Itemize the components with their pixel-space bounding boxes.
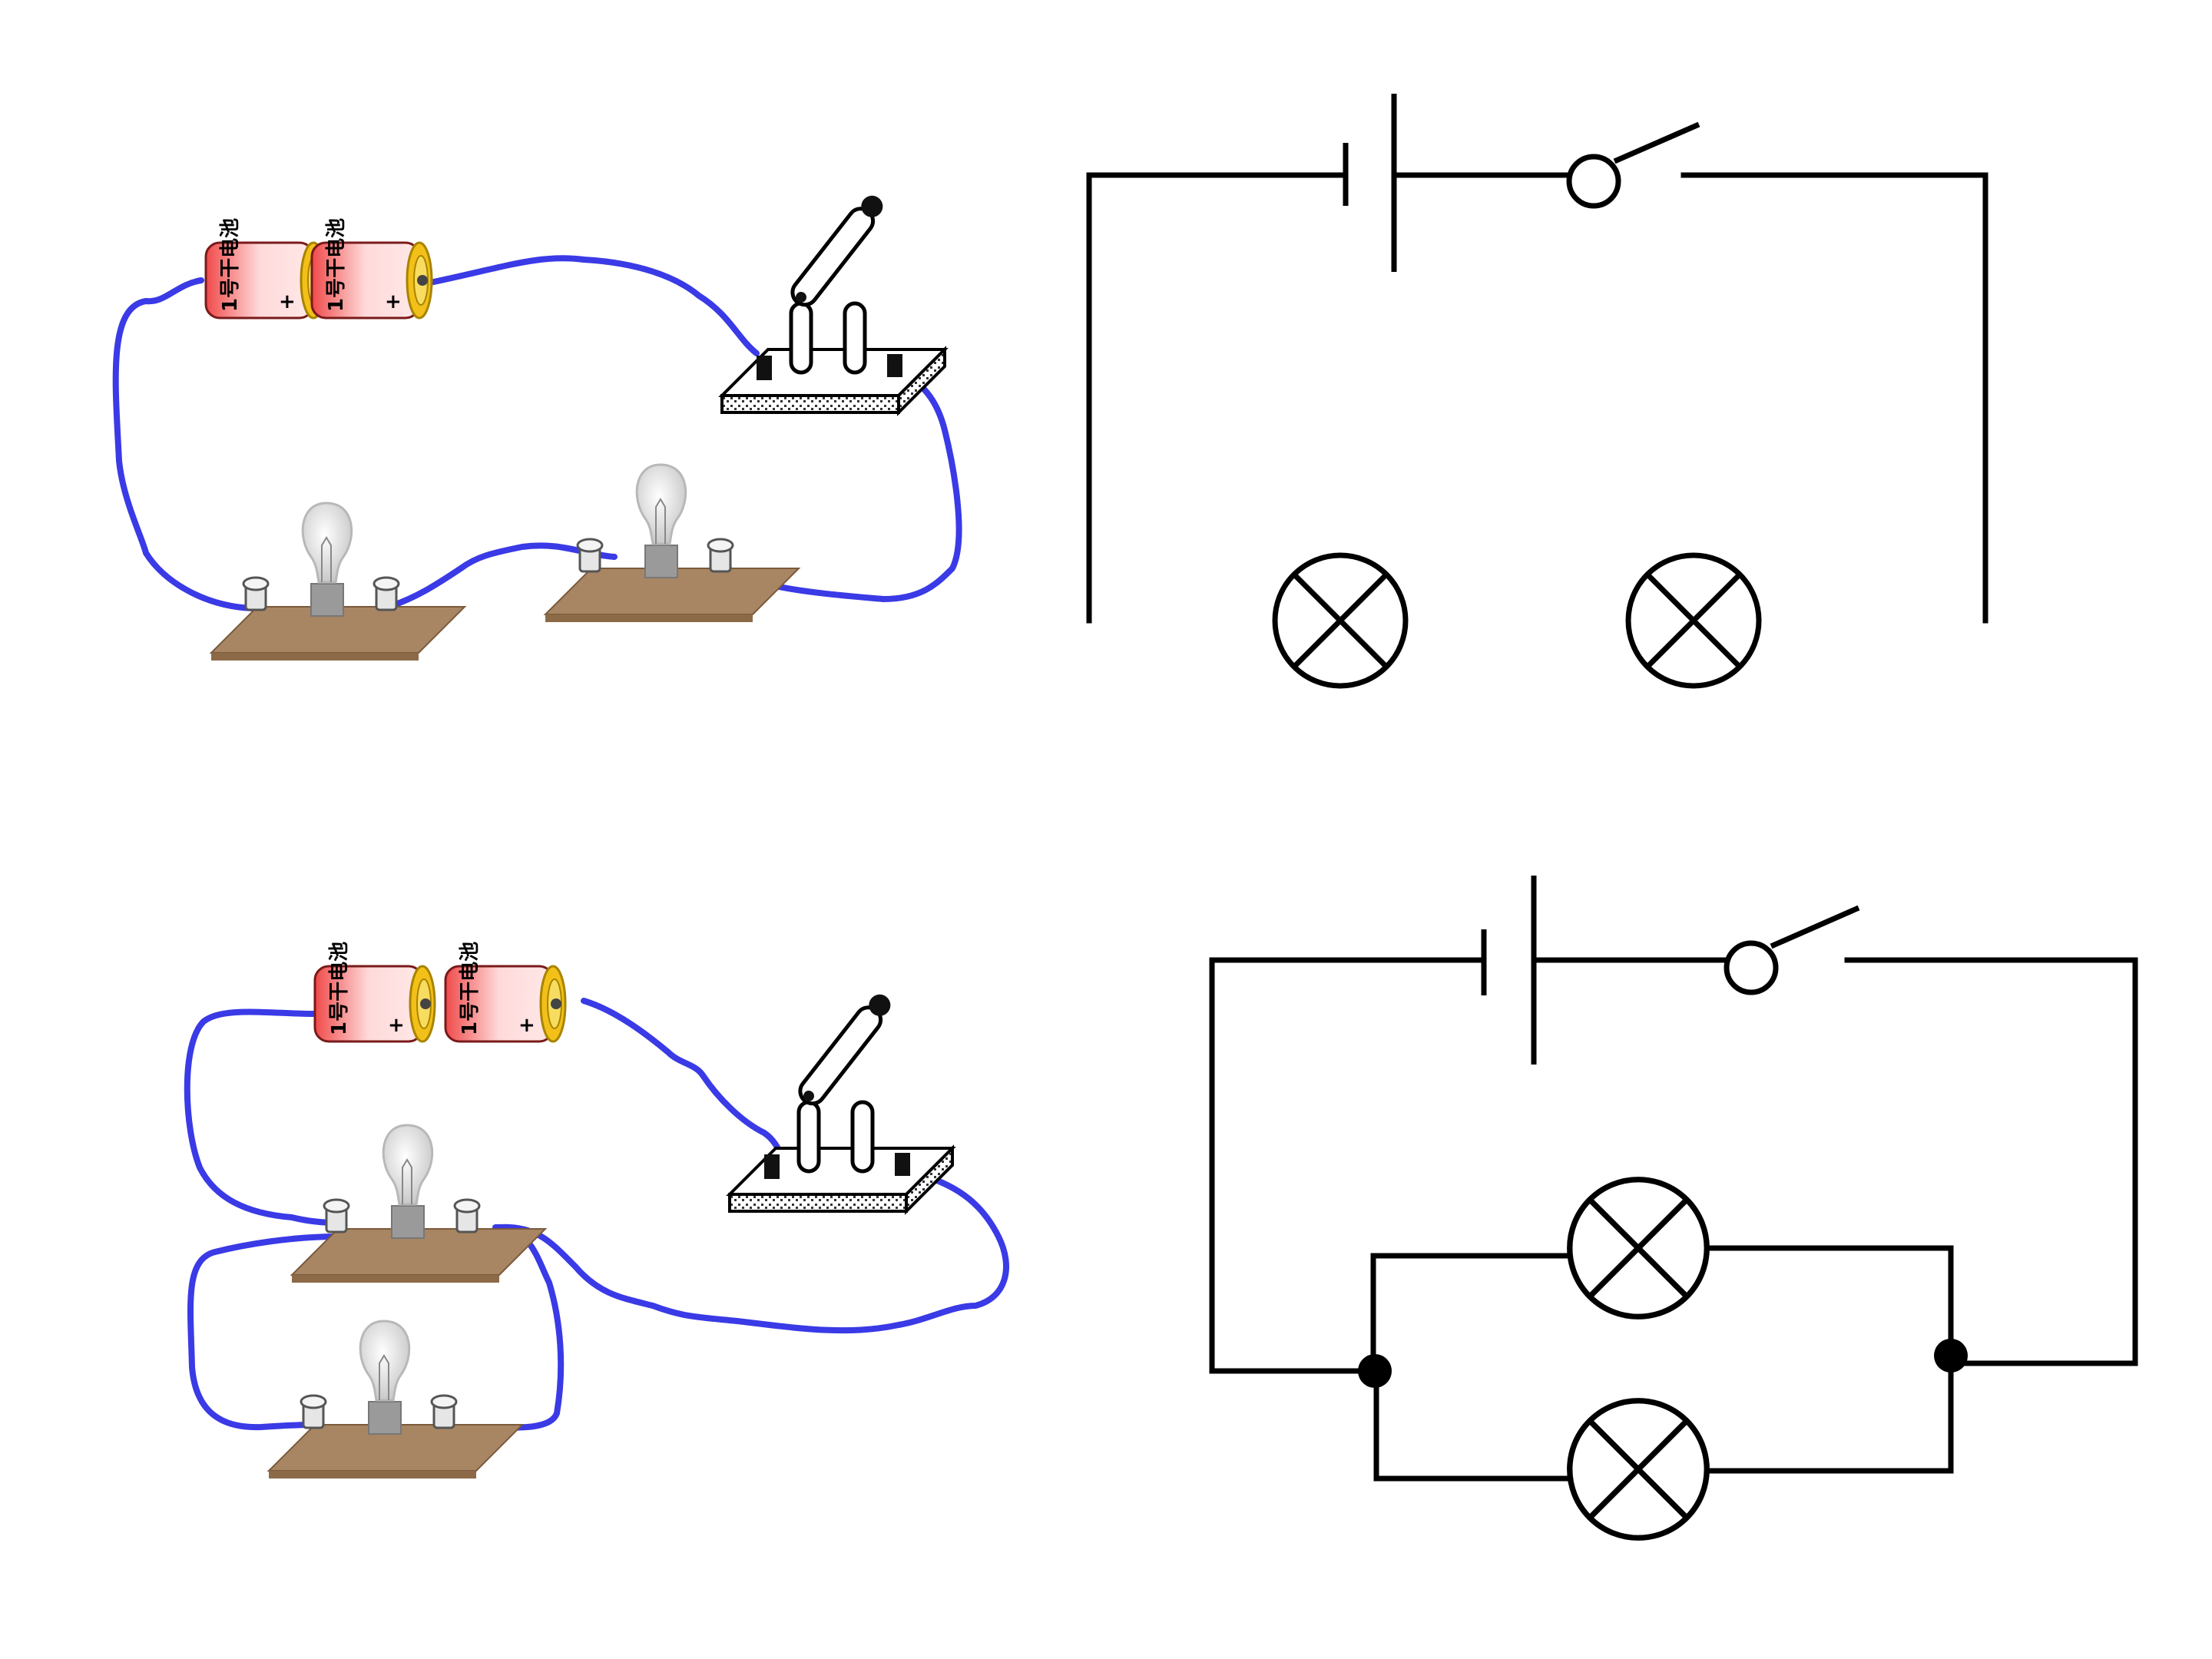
parallel-real-circuit: 1号干电池 + 1号干电池 + (184, 942, 1009, 1480)
wire (381, 542, 618, 611)
series-schematic (1086, 94, 1988, 686)
light-bulb-icon (544, 463, 800, 624)
switch-symbol-icon (1566, 121, 1700, 209)
cell-label: 1号干电池 (459, 942, 482, 1035)
knife-switch-icon (722, 190, 945, 412)
schematic-wire (1086, 172, 1349, 624)
cell-plus-sign: + (388, 1014, 405, 1037)
switch-symbol-icon (1724, 905, 1860, 995)
wire (187, 1233, 341, 1431)
wire (581, 998, 786, 1163)
cell-label: 1号干电池 (219, 218, 242, 312)
wire (481, 1224, 565, 1431)
light-bulb-icon (267, 1320, 524, 1480)
wire (496, 1172, 1009, 1334)
junction-dot (1934, 1339, 1968, 1373)
cell-label: 1号干电池 (328, 942, 351, 1035)
schematic-wire (1681, 172, 1988, 624)
lamp-symbol-icon (1628, 555, 1759, 686)
battery-cell-icon: 1号干电池 + (204, 218, 327, 320)
knife-switch-icon (730, 989, 952, 1211)
battery-cell-icon: 1号干电池 + (444, 942, 567, 1043)
schematic-wire (1706, 1360, 1954, 1474)
battery-cell-icon: 1号干电池 + (313, 942, 436, 1043)
junction-dot (1358, 1354, 1392, 1388)
light-bulb-icon (210, 502, 466, 662)
cell-plus-sign: + (279, 290, 296, 313)
wire (184, 1008, 341, 1226)
cell-plus-sign: + (385, 290, 402, 313)
schematic-wire (1209, 957, 1487, 1374)
schematic-wire (1373, 1368, 1574, 1482)
lamp-symbol-icon (1570, 1180, 1707, 1317)
battery-symbol-icon (1481, 876, 1537, 1065)
schematic-wire (1370, 1253, 1574, 1374)
lamp-symbol-icon (1275, 555, 1406, 686)
battery-cell-icon: 1号干电池 + (310, 218, 433, 320)
cell-plus-sign: + (518, 1014, 535, 1037)
schematic-wire (1844, 957, 2138, 1366)
series-real-circuit: 1号干电池 + 1号干电池 + (112, 190, 962, 662)
light-bulb-icon (290, 1124, 547, 1284)
schematic-wire (1706, 1245, 1954, 1366)
parallel-schematic (1209, 876, 2138, 1538)
lamp-symbol-icon (1570, 1401, 1707, 1538)
cell-label: 1号干电池 (325, 218, 348, 312)
battery-symbol-icon (1343, 94, 1397, 272)
wire (419, 255, 760, 356)
wire (112, 277, 257, 611)
